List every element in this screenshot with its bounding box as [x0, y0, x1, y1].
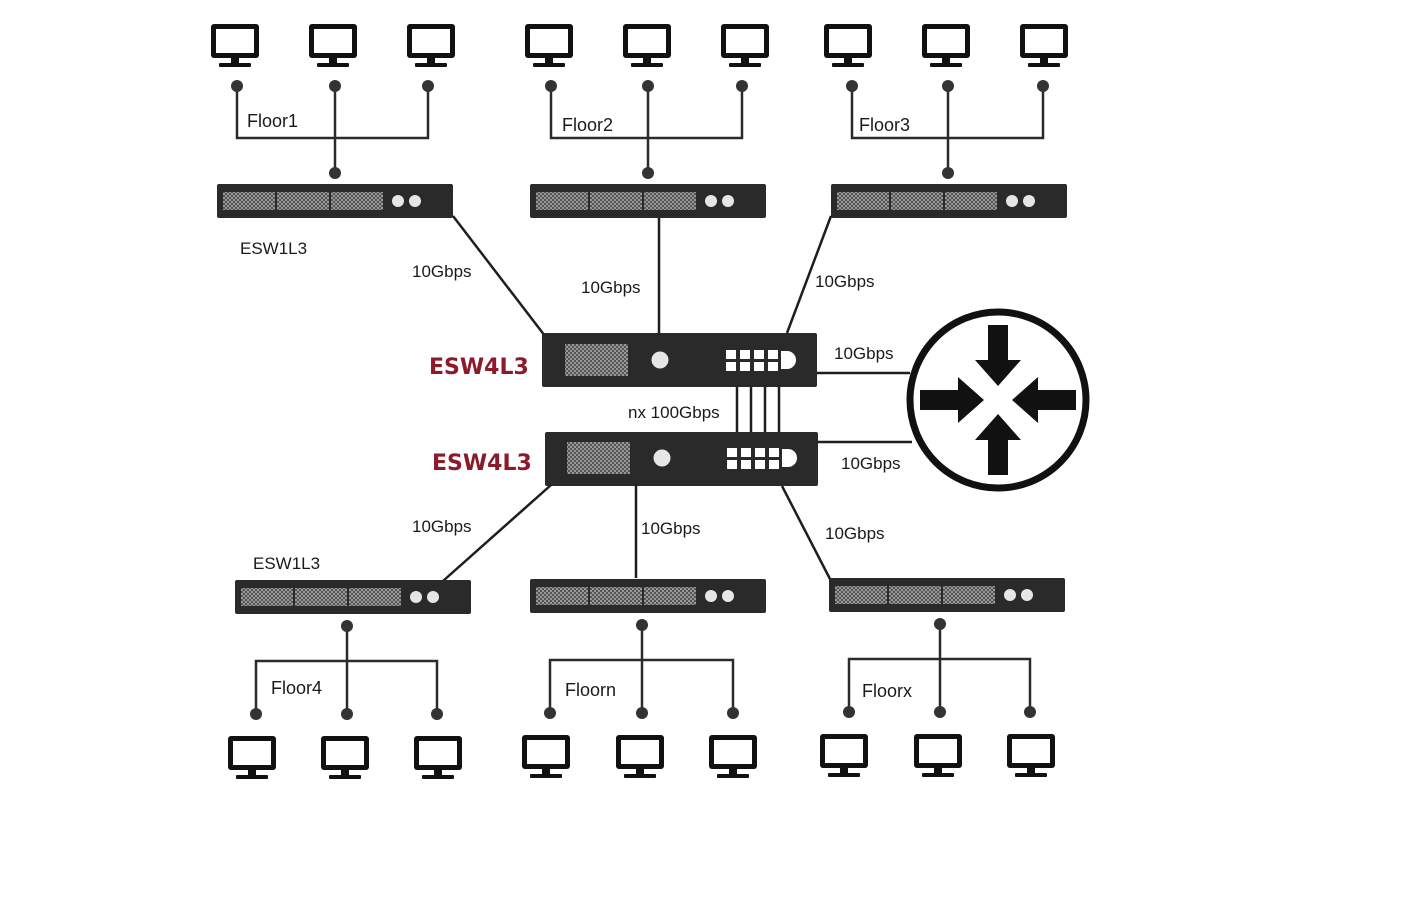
monitor-icon [321, 736, 369, 779]
switch-icon [829, 578, 1065, 612]
port-dot [636, 619, 648, 631]
link-speed-label: 10Gbps [841, 454, 901, 473]
port-dot [341, 620, 353, 632]
port-dot [642, 167, 654, 179]
monitor-icon [616, 735, 664, 778]
port-dot [544, 707, 556, 719]
monitor-icon [824, 24, 872, 67]
port-dot [231, 80, 243, 92]
port-dot [422, 80, 434, 92]
top-floor-group-2: Floor2 [525, 24, 769, 218]
uplink-line [785, 215, 833, 334]
uplink-line [780, 485, 832, 580]
port-dot [329, 80, 341, 92]
port-dot [1037, 80, 1049, 92]
link-speed-label: 10Gbps [412, 517, 472, 536]
bottom-floor-group-3: Floorx [820, 578, 1065, 777]
port-dot [250, 708, 262, 720]
interlink-label: nx 100Gbps [628, 403, 720, 422]
port-dot [846, 80, 858, 92]
uplink-line [452, 215, 546, 337]
switch-icon [831, 184, 1067, 218]
floor-label: Floorx [862, 681, 912, 701]
bottom-floor-group-1: ESW1L3 Floor4 [228, 554, 471, 779]
port-dot [636, 707, 648, 719]
port-dot [843, 706, 855, 718]
switch-icon [235, 580, 471, 614]
router-icon [906, 308, 1090, 492]
switch-label: ESW1L3 [253, 554, 320, 573]
port-dot [736, 80, 748, 92]
core-switch-label: ESW4L3 [432, 451, 532, 476]
link-speed-label: 10Gbps [581, 278, 641, 297]
monitor-icon [228, 736, 276, 779]
monitor-icon [709, 735, 757, 778]
link-speed-label: 10Gbps [825, 524, 885, 543]
floor-label: Floorn [565, 680, 616, 700]
switch-label: ESW1L3 [240, 239, 307, 258]
port-dot [642, 80, 654, 92]
switch-icon [530, 184, 766, 218]
link-speed-label: 10Gbps [834, 344, 894, 363]
link-speed-label: 10Gbps [815, 272, 875, 291]
port-dot [934, 706, 946, 718]
monitor-icon [1007, 734, 1055, 777]
switch-icon [217, 184, 453, 218]
top-floor-group-1: Floor1 ESW1L3 [211, 24, 455, 258]
port-dot [942, 80, 954, 92]
core-switch-label: ESW4L3 [429, 355, 529, 380]
link-speed-label: 10Gbps [641, 519, 701, 538]
port-dot [942, 167, 954, 179]
top-floor-group-3: Floor3 [824, 24, 1068, 218]
port-dot [431, 708, 443, 720]
port-dot [329, 167, 341, 179]
monitor-icon [721, 24, 769, 67]
monitor-icon [914, 734, 962, 777]
core-switch-upper [542, 333, 817, 387]
switch-icon [530, 579, 766, 613]
floor-label: Floor4 [271, 678, 322, 698]
floor-label: Floor1 [247, 111, 298, 131]
monitor-icon [820, 734, 868, 777]
uplink-line [442, 484, 552, 582]
monitor-icon [922, 24, 970, 67]
link-speed-label: 10Gbps [412, 262, 472, 281]
monitor-icon [407, 24, 455, 67]
monitor-icon [414, 736, 462, 779]
monitor-icon [211, 24, 259, 67]
floor-label: Floor3 [859, 115, 910, 135]
bottom-floor-group-2: Floorn [522, 579, 766, 778]
monitor-icon [1020, 24, 1068, 67]
monitor-icon [522, 735, 570, 778]
monitor-icon [623, 24, 671, 67]
floor-label: Floor2 [562, 115, 613, 135]
port-dot [934, 618, 946, 630]
port-dot [1024, 706, 1036, 718]
monitor-icon [309, 24, 357, 67]
core-switch-lower [545, 432, 818, 486]
port-dot [341, 708, 353, 720]
port-dot [727, 707, 739, 719]
monitor-icon [525, 24, 573, 67]
port-dot [545, 80, 557, 92]
